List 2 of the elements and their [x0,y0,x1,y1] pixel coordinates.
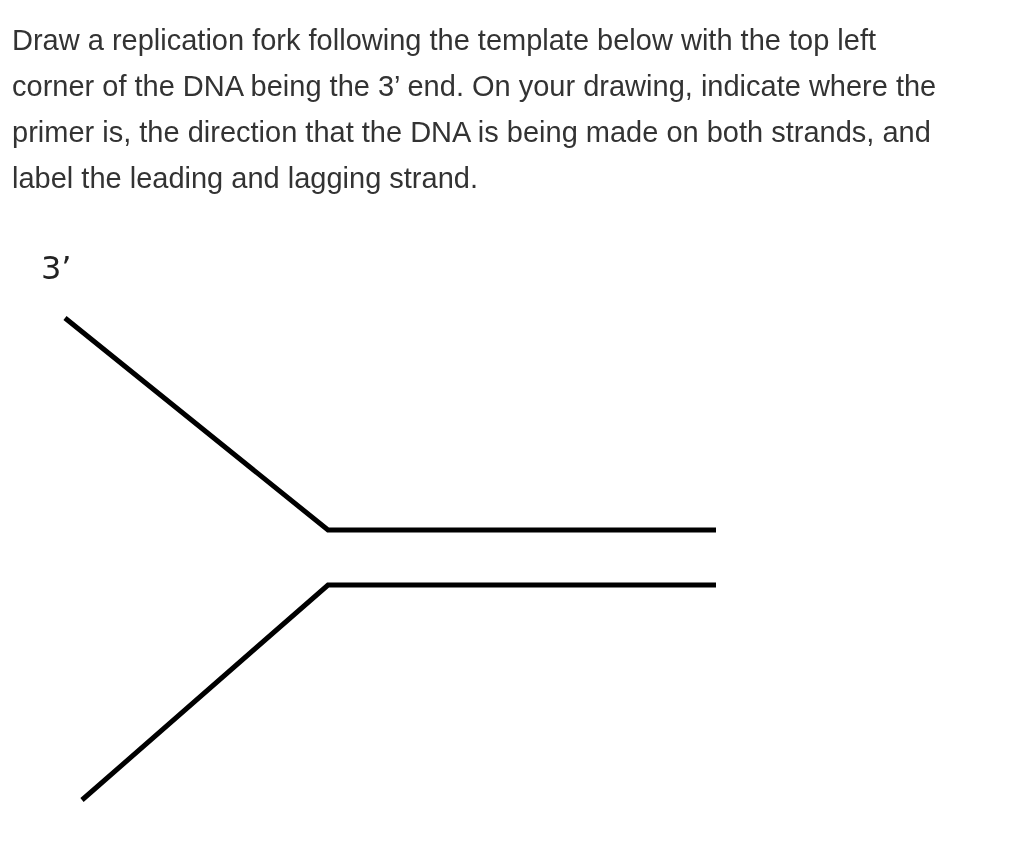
question-text: Draw a replication fork following the template below with the top left corner of the DNA being the 3’ end. On your drawing, indicate where the primer is, the direction that the DNA is being made on both strands, and label the leading and lagging strand. [12,23,938,196]
strand-end-label: 3’ [41,250,72,286]
